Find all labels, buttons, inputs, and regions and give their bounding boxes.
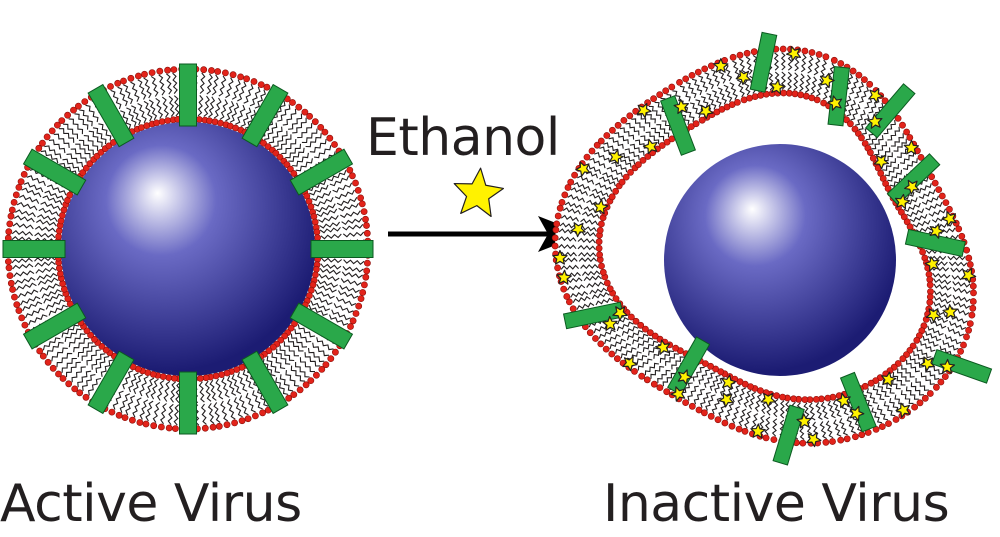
ethanol-molecule-icon bbox=[903, 139, 920, 155]
ethanol-molecule-icon bbox=[868, 88, 884, 104]
ethanol-molecule-icon bbox=[612, 306, 628, 322]
ethanol-molecule-icon bbox=[881, 371, 897, 387]
ethanol-molecule-icon bbox=[819, 72, 835, 89]
ethanol-molecule-icon bbox=[835, 392, 851, 409]
ethanol-molecule-icon bbox=[636, 102, 652, 119]
ethanol-label: Ethanol bbox=[366, 108, 560, 168]
membrane-protein bbox=[289, 302, 354, 350]
ethanol-molecule-icon bbox=[895, 402, 911, 418]
ethanol-star-icon bbox=[453, 167, 505, 218]
ethanol-molecule-icon bbox=[608, 149, 624, 165]
ethanol-molecule-icon bbox=[919, 356, 935, 372]
ethanol-molecule-icon bbox=[673, 98, 689, 115]
ethanol-molecule-icon bbox=[698, 104, 714, 120]
ethanol-molecule-icon bbox=[849, 405, 865, 422]
ethanol-molecule-icon bbox=[760, 392, 776, 408]
membrane-protein bbox=[179, 63, 197, 127]
membrane-protein bbox=[749, 31, 778, 93]
ethanol-molecule-icon bbox=[786, 46, 802, 62]
membrane-protein bbox=[660, 95, 697, 156]
ethanol-molecule-icon bbox=[552, 249, 568, 265]
active-virus bbox=[2, 63, 374, 435]
membrane-protein bbox=[310, 240, 374, 258]
ethanol-molecule-icon bbox=[941, 211, 957, 227]
ethanol-molecule-icon bbox=[593, 199, 609, 215]
ethanol-molecule-icon bbox=[904, 179, 920, 195]
embedded-ethanol-group bbox=[552, 46, 977, 448]
membrane-protein bbox=[87, 83, 135, 148]
ethanol-molecule-icon bbox=[796, 413, 812, 429]
ethanol-molecule-icon bbox=[750, 423, 766, 439]
membrane-protein bbox=[931, 349, 993, 384]
ethanol-molecule-icon bbox=[894, 193, 911, 210]
ethanol-molecule-icon bbox=[602, 315, 618, 331]
ethanol-molecule-icon bbox=[939, 358, 956, 374]
ethanol-molecule-icon bbox=[718, 392, 734, 408]
ethanol-molecule-icon bbox=[873, 154, 890, 170]
ethanol-molecule-icon bbox=[942, 304, 958, 320]
ethanol-molecule-icon bbox=[570, 222, 586, 238]
membrane-protein bbox=[87, 350, 135, 415]
ethanol-molecule-icon bbox=[925, 308, 942, 323]
active-virus-caption: Active Virus bbox=[0, 474, 302, 534]
membrane-protein bbox=[839, 371, 877, 433]
ethanol-molecule-icon bbox=[721, 374, 737, 390]
ethanol-molecule-icon bbox=[961, 268, 977, 284]
membrane-protein bbox=[22, 148, 87, 196]
membrane-protein bbox=[886, 153, 941, 206]
ethanol-molecule-icon bbox=[622, 356, 638, 372]
ethanol-molecule-icon bbox=[713, 58, 729, 73]
ethanol-molecule-icon bbox=[670, 386, 686, 402]
ethanol-molecule-icon bbox=[655, 339, 671, 355]
ethanol-molecule-icon bbox=[575, 161, 591, 177]
ethanol-molecule-icon bbox=[735, 70, 752, 86]
inactive-virus-caption: Inactive Virus bbox=[603, 474, 950, 534]
membrane-protein bbox=[772, 404, 805, 466]
ethanol-molecule-icon bbox=[867, 113, 883, 129]
inactive-virus bbox=[551, 31, 993, 466]
ethanol-molecule-icon bbox=[929, 223, 945, 239]
capsid-core bbox=[664, 144, 896, 376]
membrane-protein bbox=[2, 240, 66, 258]
ethanol-molecule-icon bbox=[769, 79, 786, 95]
membrane-protein bbox=[289, 148, 354, 196]
ethanol-molecule-icon bbox=[924, 256, 940, 272]
membrane-protein bbox=[179, 371, 197, 435]
ethanol-molecule-icon bbox=[556, 269, 572, 285]
membrane-protein bbox=[241, 350, 289, 415]
membrane-protein bbox=[241, 83, 289, 148]
star-icon bbox=[453, 167, 505, 218]
membrane-protein bbox=[22, 302, 87, 350]
ethanol-molecule-icon bbox=[806, 431, 822, 448]
capsid-core bbox=[61, 122, 315, 376]
ethanol-molecule-icon bbox=[677, 369, 693, 385]
ethanol-molecule-icon bbox=[827, 95, 843, 111]
ethanol-molecule-icon bbox=[642, 138, 658, 155]
